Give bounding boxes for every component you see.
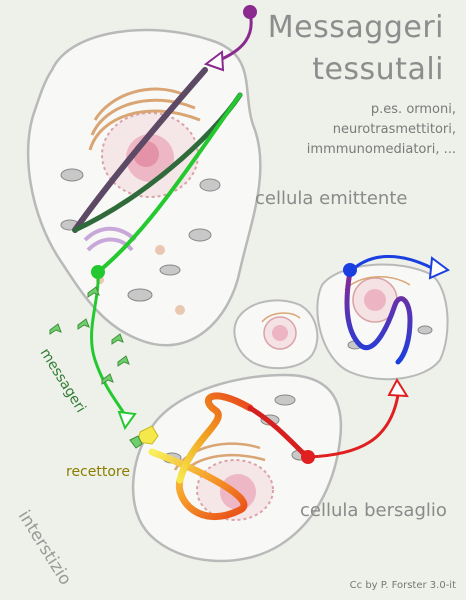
outgoing-red-path bbox=[307, 378, 409, 459]
messenger-molecules bbox=[49, 286, 130, 385]
incoming-signal-arrow bbox=[203, 5, 257, 72]
distant-cell-right bbox=[316, 263, 449, 381]
label-target-cell: cellula bersaglio bbox=[300, 500, 447, 521]
label-interstitium: interstizio bbox=[14, 507, 75, 589]
messenger-molecule bbox=[77, 318, 90, 330]
label-messengers: messageri bbox=[37, 346, 89, 416]
distant-signal-pathway bbox=[343, 255, 450, 365]
messenger-molecule bbox=[117, 355, 130, 367]
subtitle-line-1: p.es. ormoni, bbox=[370, 102, 456, 117]
messenger-molecule bbox=[101, 373, 114, 385]
label-emitting-cell: cellula emittente bbox=[255, 188, 408, 209]
distant-cell-middle bbox=[233, 299, 319, 370]
title-line-1: Messaggeri bbox=[267, 10, 444, 45]
subtitle-line-3: immmunomediatori, ... bbox=[306, 142, 456, 157]
subtitle-line-2: neurotrasmettitori, bbox=[332, 122, 456, 137]
title-line-2: tessutali bbox=[312, 52, 444, 87]
credit: Cc by P. Forster 3.0-it bbox=[349, 580, 456, 591]
messenger-molecule bbox=[49, 323, 62, 335]
messenger-molecule bbox=[87, 286, 100, 298]
label-receptor: recettore bbox=[66, 464, 130, 480]
messenger-path bbox=[90, 271, 137, 431]
messenger-molecule bbox=[111, 333, 124, 345]
receptor-shape bbox=[129, 425, 159, 449]
